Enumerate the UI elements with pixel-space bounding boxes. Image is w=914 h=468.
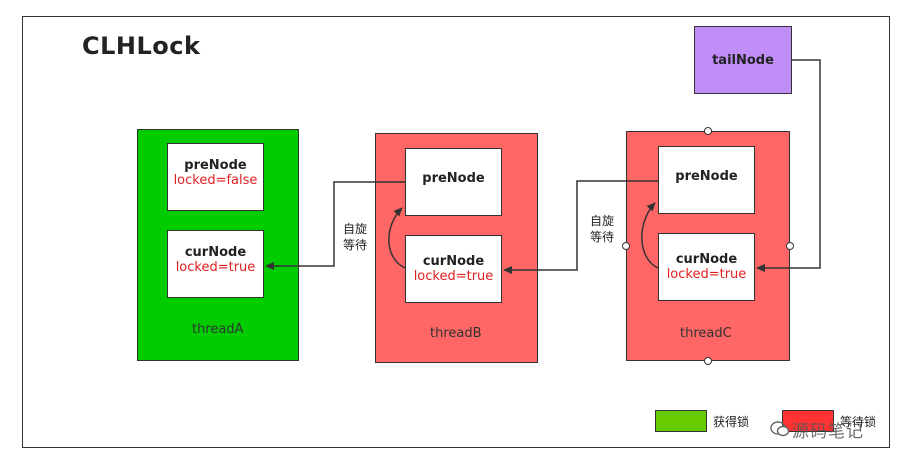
spin-label-b-line1: 自旋 [343, 222, 368, 236]
handle-c-top [704, 127, 712, 135]
thread-b-curnode: curNode locked=true [405, 235, 502, 303]
arrow-c-pre-to-b-cur [503, 180, 658, 274]
thread-a-prenode-state: locked=false [173, 173, 258, 188]
diagram-title: CLHLock [82, 32, 201, 60]
thread-b-prenode: preNode [405, 148, 502, 216]
thread-a-curnode-state: locked=true [175, 260, 256, 275]
wechat-icon [770, 421, 790, 437]
thread-b-curnode-name: curNode [422, 254, 485, 269]
spin-label-b: 自旋 等待 [343, 221, 367, 253]
thread-a-prenode-name: preNode [184, 158, 247, 173]
thread-c-prenode: preNode [658, 146, 755, 214]
diagram-frame [22, 16, 890, 448]
arrow-tail-to-c-cur [756, 59, 821, 272]
thread-c-prenode-name: preNode [675, 169, 738, 184]
spin-label-c-line1: 自旋 [590, 214, 615, 228]
thread-b-curnode-state: locked=true [413, 269, 494, 284]
handle-c-right [786, 242, 794, 250]
thread-a-prenode: preNode locked=false [167, 143, 264, 211]
thread-a-curnode-name: curNode [184, 245, 247, 260]
thread-c-curnode-state: locked=true [666, 267, 747, 282]
tail-node: tailNode [694, 26, 792, 94]
handle-c-left [622, 242, 630, 250]
thread-a-curnode: curNode locked=true [167, 230, 264, 298]
spin-label-c: 自旋 等待 [590, 213, 614, 245]
arrow-b-pre-to-a-cur [265, 181, 405, 270]
spin-label-c-line2: 等待 [590, 230, 615, 244]
spin-curve-c [641, 202, 659, 269]
handle-c-bottom [704, 357, 712, 365]
thread-c-curnode: curNode locked=true [658, 233, 755, 301]
thread-b-label: threadB [430, 326, 482, 341]
legend-swatch-acquired [655, 410, 707, 432]
watermark: 源码笔记 [770, 414, 890, 442]
legend-label-waiting: 等待锁 [840, 415, 877, 429]
thread-c-curnode-name: curNode [675, 252, 738, 267]
spin-label-b-line2: 等待 [343, 238, 368, 252]
thread-a-label: threadA [192, 322, 244, 337]
watermark-text: 源码笔记 [792, 422, 864, 442]
legend-swatch-waiting [782, 410, 834, 432]
thread-b-prenode-name: preNode [422, 171, 485, 186]
thread-c-label: threadC [680, 326, 732, 341]
legend-label-acquired: 获得锁 [713, 415, 750, 429]
spin-curve-b [388, 207, 406, 269]
